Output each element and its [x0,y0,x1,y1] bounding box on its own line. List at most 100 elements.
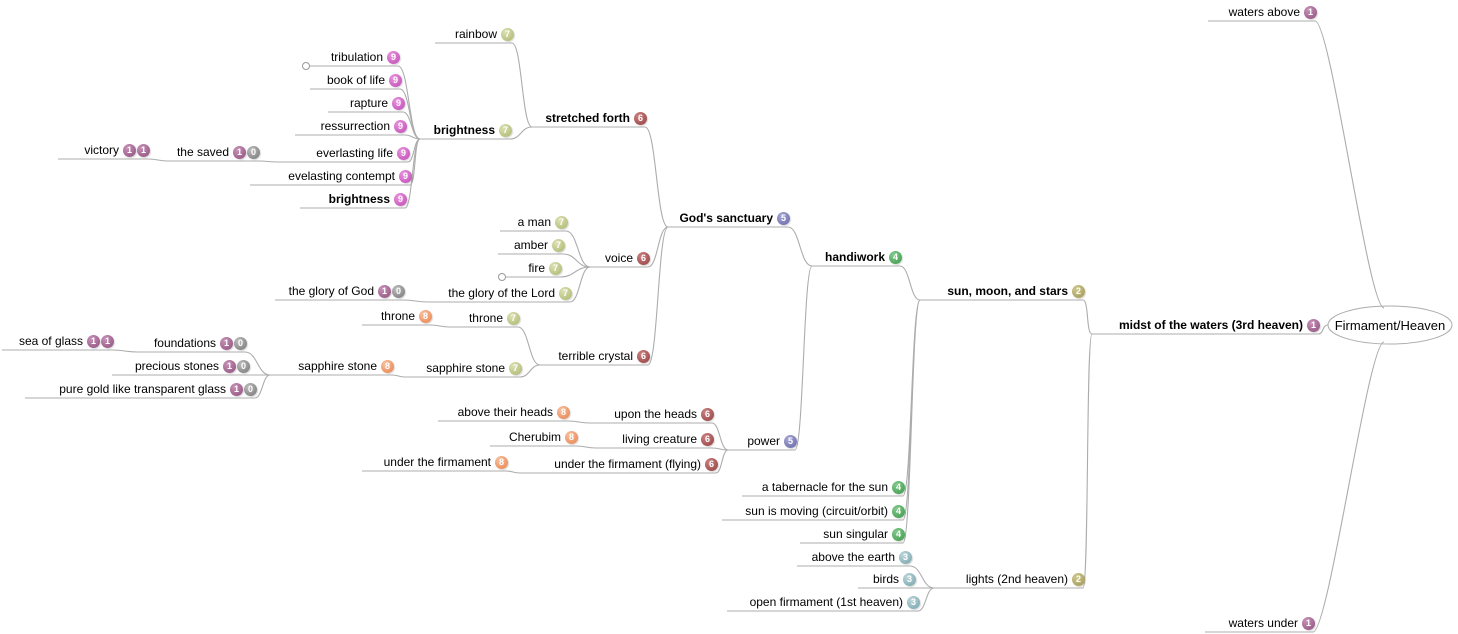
edge-midst-of-waters [1092,324,1329,335]
edge-foundations [138,351,271,376]
node-label: sapphire stone [426,361,505,375]
number-badge-1: 1 [220,336,233,350]
number-badge-1: 1 [101,334,114,348]
edge-living-creature [596,447,729,451]
mindmap-node-book-of-life[interactable]: book of life 9 [310,71,402,89]
number-badge-7: 7 [549,261,562,275]
number-badge-0: 0 [244,382,257,396]
number-badge-9: 9 [387,50,400,64]
node-label: victory [84,143,119,157]
edge-throne-8 [362,324,451,328]
edge-sun-moon-stars [920,299,1093,335]
fold-circle-tribulation[interactable] [302,62,310,70]
number-badge-1: 1 [87,334,100,348]
node-label: a tabernacle for the sun [761,480,888,494]
node-label: book of life [326,73,385,87]
node-label: rapture [349,96,388,110]
node-label: terrible crystal [558,349,633,363]
mindmap-node-midst-of-waters[interactable]: midst of the waters (3rd heaven)1 [1092,316,1320,334]
number-badge-9: 9 [389,73,402,87]
node-label: the glory of God [288,284,374,298]
node-label: rainbow [454,27,497,41]
number-badge-4: 4 [892,527,905,541]
node-label: lights (2nd heaven) [965,572,1068,586]
edge-ressurrection [295,134,421,140]
node-label: sun singular [823,527,888,541]
edge-sapphire-stone-8 [270,374,406,378]
edge-brightness-7 [420,126,533,140]
mindmap-node-terrible-crystal[interactable]: terrible crystal 6 [540,347,650,365]
number-badge-6: 6 [637,251,650,265]
edge-fire [506,266,591,278]
edge-victory [58,158,169,162]
node-label: precious stones [134,359,219,373]
edge-amber [498,253,591,268]
number-badge-1: 1 [1302,616,1315,630]
node-label: everlasting life [316,146,393,160]
fold-circle-fire[interactable] [498,273,506,281]
number-badge-7: 7 [559,286,572,300]
mindmap-node-lights-2nd-heaven[interactable]: lights (2nd heaven)2 [934,570,1085,588]
node-label: evelasting contempt [288,169,395,183]
number-badge-1: 1 [1307,318,1320,332]
number-badge-6: 6 [634,111,647,125]
edge-power [728,265,813,451]
mindmap-node-open-firmament[interactable]: open firmament (1st heaven)3 [727,593,920,611]
edge-open-firmament [727,587,935,612]
root-node[interactable]: Firmament/Heaven [1334,317,1446,333]
number-badge-1: 1 [233,145,246,159]
mindmap-node-sun-is-moving[interactable]: sun is moving (circuit/orbit)4 [722,502,905,520]
mindmap-node-sun-singular[interactable]: sun singular 4 [800,525,905,543]
edge-cherubim [490,445,597,449]
edge-rainbow [435,42,533,128]
number-badge-8: 8 [419,309,432,323]
number-badge-6: 6 [637,349,650,363]
mindmap-node-under-firmament-flying[interactable]: under the firmament (flying)6 [520,455,718,473]
node-label: pure gold like transparent glass [59,382,226,396]
node-label: sapphire stone [298,359,377,373]
node-label: under the firmament (flying) [554,457,701,471]
number-badge-1: 1 [1304,5,1317,19]
edge-under-firmament-flying [520,449,729,474]
